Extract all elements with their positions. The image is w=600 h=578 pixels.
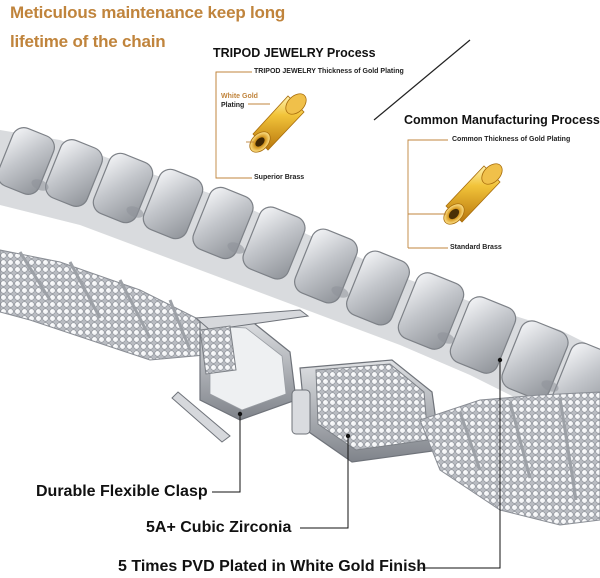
clasp-box	[291, 359, 441, 463]
separator-line	[373, 39, 471, 121]
common-plating-cylinder	[443, 163, 503, 225]
tripod-plating-cylinder	[249, 93, 307, 153]
headline-line-2: lifetime of the chain	[10, 32, 166, 51]
tripod-process-title: TRIPOD JEWELRY Process	[213, 46, 376, 60]
common-thickness-label: Common Thickness of Gold Plating	[452, 136, 571, 143]
tripod-plating-label-line-2: Plating	[221, 102, 245, 109]
callout-zirconia: 5A+ Cubic Zirconia	[146, 519, 292, 536]
upper-chain	[0, 127, 600, 440]
clasp-tongue	[171, 309, 310, 443]
common-base-label: Standard Brass	[450, 244, 502, 251]
common-process-title: Common Manufacturing Process	[404, 113, 600, 127]
common-leader-lines	[407, 139, 448, 249]
tripod-thickness-label: TRIPOD JEWELRY Thickness of Gold Plating	[254, 68, 404, 75]
iced-chain-right	[419, 391, 600, 526]
iced-chain-left	[0, 249, 206, 361]
callout-finish: 5 Times PVD Plated in White Gold Finish	[118, 558, 427, 575]
tripod-leader-lines	[215, 71, 270, 179]
tripod-base-label: Superior Brass	[254, 174, 305, 181]
headline-line-1: Meticulous maintenance keep long	[10, 3, 286, 22]
tripod-plating-label-line-1: White Gold	[221, 93, 258, 100]
callout-clasp: Durable Flexible Clasp	[36, 483, 208, 500]
callout-leader-lines	[212, 360, 501, 569]
